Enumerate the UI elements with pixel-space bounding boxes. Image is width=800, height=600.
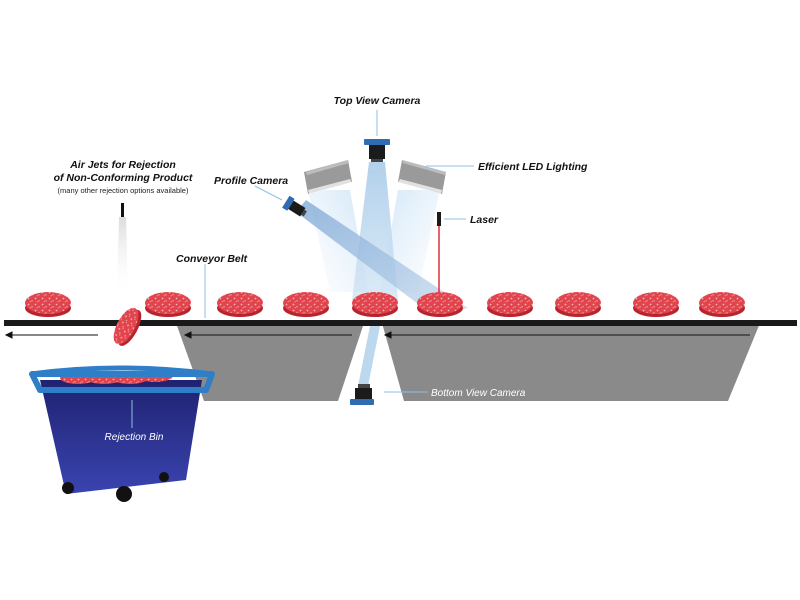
air-jet-icon	[121, 203, 124, 217]
leader-line	[254, 185, 283, 201]
bottom-camera-beam	[358, 326, 380, 386]
patty-icon	[352, 292, 398, 317]
patty-icon	[699, 292, 745, 317]
top-view-camera-icon	[364, 139, 390, 162]
bottom-view-camera-icon	[350, 384, 374, 405]
conveyor-frame-left	[176, 323, 364, 401]
label-air-jets-note: (many other rejection options available)	[58, 186, 189, 195]
rejected-patty-icon	[113, 307, 142, 346]
label-rejection-bin: Rejection Bin	[105, 432, 164, 443]
label-conveyor-belt: Conveyor Belt	[176, 253, 248, 265]
patty-icon	[145, 292, 191, 317]
label-air-jets-line2: of Non-Conforming Product	[54, 172, 193, 184]
patty-icon	[555, 292, 601, 317]
patty-icon	[633, 292, 679, 317]
label-profile-camera: Profile Camera	[214, 175, 288, 187]
air-jet-spray	[117, 217, 128, 296]
label-efficient-led-lighting: Efficient LED Lighting	[478, 161, 588, 173]
profile-camera-icon	[282, 195, 307, 217]
direction-arrow	[4, 331, 750, 339]
profile-camera-beam	[296, 200, 468, 316]
label-air-jets-line1: Air Jets for Rejection	[69, 159, 176, 171]
patty-icon	[25, 292, 71, 317]
led-light-icon	[398, 160, 446, 194]
patty-icon	[487, 292, 533, 317]
laser-icon	[437, 212, 441, 226]
label-bottom-view-camera: Bottom View Camera	[431, 388, 526, 399]
label-top-view-camera: Top View Camera	[334, 95, 421, 107]
conveyor-belt	[4, 320, 797, 326]
bin-icon	[29, 365, 215, 502]
label-laser: Laser	[470, 214, 499, 226]
led-light-icon	[304, 160, 352, 194]
patty-icon	[283, 292, 329, 317]
patty-icon	[217, 292, 263, 317]
patty-icon	[417, 292, 463, 317]
conveyor-frame-right	[382, 323, 760, 401]
